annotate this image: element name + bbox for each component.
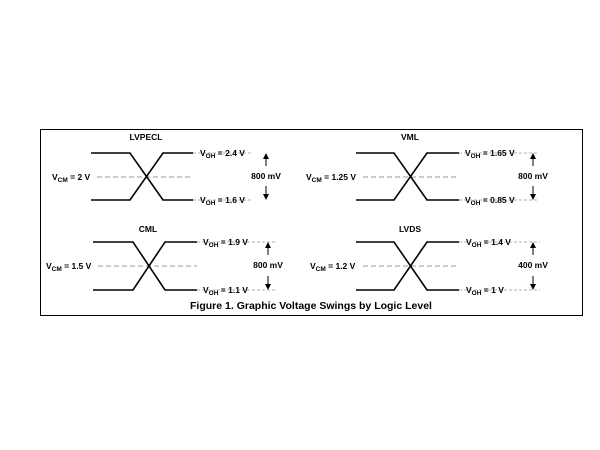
arrow-head-up (265, 242, 271, 248)
voh-low-label: VOH = 0.85 V (465, 195, 515, 207)
signal-waveform-lower (93, 241, 197, 291)
swing-label: 400 mV (518, 260, 548, 270)
arrow-head-up (530, 153, 536, 159)
arrow-head-down (530, 284, 536, 290)
panel-title: CML (139, 224, 157, 234)
voh-high-label: VOH = 1.9 V (203, 237, 248, 249)
swing-label: 800 mV (253, 260, 283, 270)
signal-waveform-lower (91, 152, 193, 201)
arrow-head-up (263, 153, 269, 159)
arrow-head-down (265, 284, 271, 290)
figure-caption: Figure 1. Graphic Voltage Swings by Logi… (190, 300, 432, 312)
voh-high-label: VOH = 1.4 V (466, 237, 511, 249)
panel-title: LVPECL (130, 132, 163, 142)
panel-cml: CML VCM = 1.5 V VOH = 1.9 V VOH = 1.1 V … (46, 224, 283, 297)
vcm-label: VCM = 2 V (52, 172, 91, 184)
swing-label: 800 mV (518, 171, 548, 181)
voh-high-label: VOH = 2.4 V (200, 148, 245, 160)
voh-low-label: VOH = 1.1 V (203, 285, 248, 297)
voh-high-label: VOH = 1.65 V (465, 148, 515, 160)
figure-frame (40, 129, 583, 316)
panel-title: LVDS (399, 224, 421, 234)
vcm-label: VCM = 1.5 V (46, 261, 92, 273)
voh-low-label: VOH = 1 V (466, 285, 504, 297)
signal-waveform-lower (356, 241, 459, 291)
vcm-label: VCM = 1.25 V (306, 172, 356, 184)
arrow-head-down (530, 194, 536, 200)
arrow-head-up (530, 242, 536, 248)
panel-lvds: LVDS VCM = 1.2 V VOH = 1.4 V VOH = 1 V 4… (310, 224, 548, 297)
panel-lvpecl: LVPECL VCM = 2 V VOH = 2.4 V VOH = 1.6 V… (52, 132, 281, 207)
arrow-head-down (263, 194, 269, 200)
panel-title: VML (401, 132, 419, 142)
vcm-label: VCM = 1.2 V (310, 261, 356, 273)
voh-low-label: VOH = 1.6 V (200, 195, 245, 207)
panel-vml: VML VCM = 1.25 V VOH = 1.65 V VOH = 0.85… (306, 132, 548, 207)
swing-label: 800 mV (251, 171, 281, 181)
signal-waveform-lower (356, 152, 459, 201)
